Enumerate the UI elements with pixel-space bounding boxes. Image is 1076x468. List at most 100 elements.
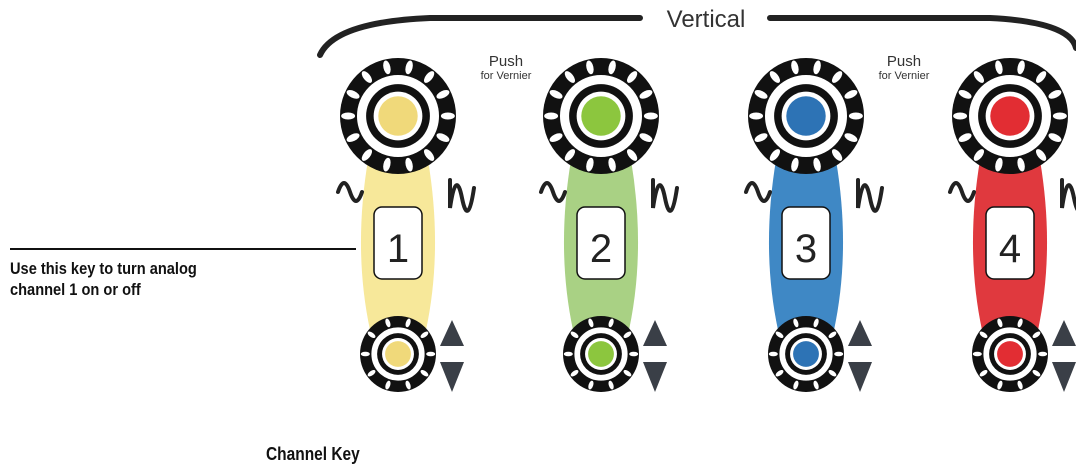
knob-grip-notch <box>834 351 844 357</box>
knob-grip-notch <box>367 331 376 339</box>
knob-color-cap <box>588 341 614 367</box>
knob-grip-notch <box>775 369 784 377</box>
knob-grip-notch <box>828 331 837 339</box>
knob-grip-notch <box>639 133 653 142</box>
knob-grip-notch <box>1032 331 1041 339</box>
knob-grip-notch <box>958 133 972 142</box>
knob-grip-notch <box>383 157 391 172</box>
knob-grip-notch <box>623 331 632 339</box>
push-label-1: Push for Vernier <box>481 53 532 82</box>
knob-grip-notch <box>997 380 1003 390</box>
knob-grip-notch <box>1038 351 1048 357</box>
knob-grip-notch <box>608 318 614 328</box>
knob-grip-notch <box>629 351 639 357</box>
push-label-sub: for Vernier <box>879 70 930 82</box>
channel-4-key[interactable]: 4 <box>985 206 1035 280</box>
knob-grip-notch <box>754 90 768 99</box>
channel-3-key[interactable]: 3 <box>781 206 831 280</box>
knob-grip-notch <box>423 149 435 161</box>
knob-grip-notch <box>749 112 764 120</box>
knob-grip-notch <box>953 112 968 120</box>
vertical-section-bracket: Vertical <box>317 6 1076 58</box>
arrow-down-icon <box>440 362 464 392</box>
push-label-main: Push <box>489 53 523 70</box>
knob-grip-notch <box>813 157 821 172</box>
channel-1-position-knob[interactable] <box>360 316 436 392</box>
knob-color-cap <box>581 96 621 136</box>
knob-grip-notch <box>564 71 576 83</box>
knob-grip-notch <box>997 318 1003 328</box>
channel-3-scale-knob[interactable] <box>748 58 864 174</box>
knob-grip-notch <box>423 71 435 83</box>
fine-wave-icon <box>539 181 567 203</box>
channel-1-control-group: 1 <box>336 58 476 392</box>
knob-grip-notch <box>405 60 413 75</box>
knob-grip-notch <box>1017 380 1023 390</box>
coarse-wave-icon <box>856 178 884 213</box>
arrow-up-icon <box>440 320 464 346</box>
channel-4-position-knob[interactable] <box>972 316 1048 392</box>
knob-grip-notch <box>570 331 579 339</box>
channel-2-key[interactable]: 2 <box>576 206 626 280</box>
knob-grip-notch <box>979 369 988 377</box>
knob-grip-notch <box>420 369 429 377</box>
knob-grip-notch <box>361 71 373 83</box>
knob-grip-notch <box>972 351 982 357</box>
knob-grip-notch <box>608 380 614 390</box>
knob-grip-notch <box>1048 133 1062 142</box>
knob-grip-notch <box>793 318 799 328</box>
knob-color-cap <box>990 96 1030 136</box>
channel-number-label: 1 <box>387 227 409 271</box>
knob-grip-notch <box>1032 369 1041 377</box>
knob-grip-notch <box>754 133 768 142</box>
knob-grip-notch <box>367 369 376 377</box>
knob-grip-notch <box>405 318 411 328</box>
channel-2-position-knob[interactable] <box>563 316 639 392</box>
knob-grip-notch <box>769 149 781 161</box>
channel-3-position-knob[interactable] <box>768 316 844 392</box>
knob-grip-notch <box>405 380 411 390</box>
arrow-up-icon <box>848 320 872 346</box>
channel-number-label: 2 <box>590 227 612 271</box>
channel-4-scale-knob[interactable] <box>952 58 1068 174</box>
knob-grip-notch <box>405 157 413 172</box>
knob-grip-notch <box>385 380 391 390</box>
knob-grip-notch <box>643 112 658 120</box>
knob-grip-notch <box>828 369 837 377</box>
coarse-wave-icon <box>448 178 476 213</box>
knob-grip-notch <box>626 71 638 83</box>
knob-grip-notch <box>813 380 819 390</box>
channel-key-face <box>781 206 831 280</box>
arrow-down-icon <box>643 362 667 392</box>
knob-grip-notch <box>995 60 1003 75</box>
fine-wave-icon <box>336 181 364 203</box>
channel-1-scale-knob[interactable] <box>340 58 456 174</box>
knob-grip-notch <box>768 351 778 357</box>
knob-grip-notch <box>791 60 799 75</box>
knob-grip-notch <box>570 369 579 377</box>
knob-grip-notch <box>1048 90 1062 99</box>
knob-grip-notch <box>813 318 819 328</box>
fine-wave-icon <box>948 181 976 203</box>
knob-grip-notch <box>775 331 784 339</box>
knob-grip-notch <box>831 149 843 161</box>
channel-1-key[interactable]: 1 <box>373 206 423 280</box>
knob-color-cap <box>786 96 826 136</box>
channel-key-face <box>373 206 423 280</box>
knob-grip-notch <box>769 71 781 83</box>
knob-grip-notch <box>608 60 616 75</box>
knob-grip-notch <box>844 133 858 142</box>
knob-grip-notch <box>844 90 858 99</box>
channel-2-control-group: 2 <box>539 58 679 392</box>
knob-grip-notch <box>586 157 594 172</box>
knob-grip-notch <box>385 318 391 328</box>
section-title: Vertical <box>667 6 746 33</box>
coarse-wave-icon <box>1060 178 1076 211</box>
knob-grip-notch <box>426 351 436 357</box>
knob-grip-notch <box>608 157 616 172</box>
channel-2-scale-knob[interactable] <box>543 58 659 174</box>
knob-grip-notch <box>1052 112 1067 120</box>
knob-grip-notch <box>346 90 360 99</box>
knob-grip-notch <box>973 149 985 161</box>
arrow-up-icon <box>1052 320 1076 346</box>
